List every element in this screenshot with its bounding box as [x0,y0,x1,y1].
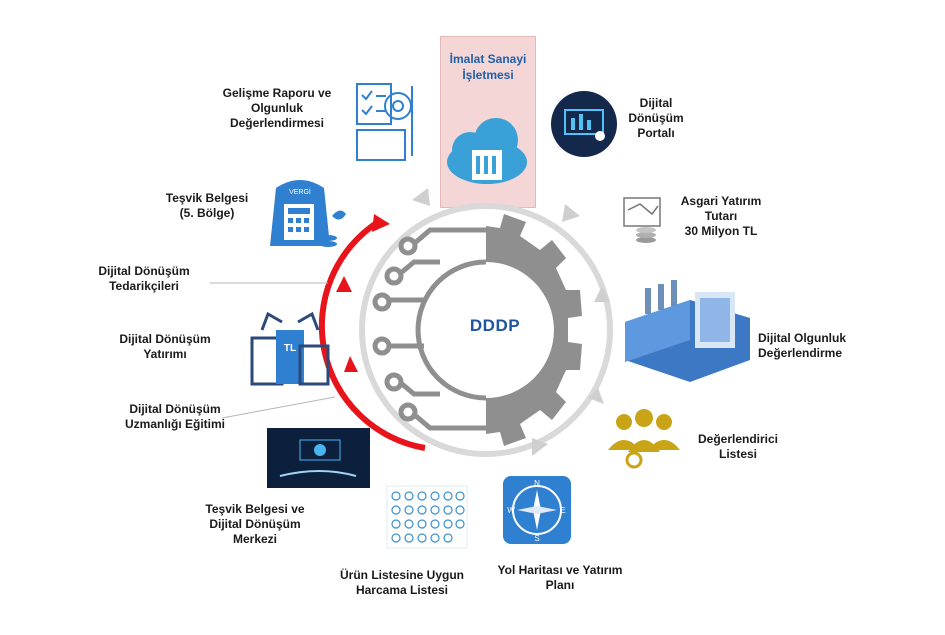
cycle-arrow-head [532,438,548,456]
incentive-center-label: Teşvik Belgesi ve Dijital Dönüşüm Merkez… [205,502,305,546]
cycle-arrow-head [588,388,604,404]
evaluator-group-icon [608,409,680,469]
svg-text:E: E [560,506,565,515]
report-checklist-icon [356,83,413,161]
circuit-icon [372,227,487,431]
evaluators-label: Değerlendirici Listesi [697,432,779,461]
robot-arms-icon: TL [250,311,330,386]
maturity-assessment-label: Dijital Olgunluk Değerlendirme [758,331,847,360]
process-cycle-ring [359,203,613,457]
red-arrow-head [372,214,390,232]
suppliers-label: Dijital Dönüşüm Tedarikçileri [98,264,190,293]
investment-label: Dijital Dönüşüm Yatırımı [119,332,211,361]
svg-text:TL: TL [284,343,296,354]
factory-building-icon [625,280,750,382]
connector-line [221,396,336,419]
manufacturing-enterprise-label: İmalat Sanayi İşletmesi [449,52,527,82]
digital-center-image-icon [267,428,370,488]
svg-text:N: N [534,479,540,488]
investment-map-icon [623,197,661,243]
portal-label: Dijital Dönüşüm Portalı [628,96,684,140]
gear-icon [486,214,582,446]
incentive-region-label: Teşvik Belgesi (5. Bölge) [165,191,249,220]
compass-icon: N E S W [503,476,571,544]
center-label: DDDP [469,316,521,335]
svg-text:S: S [534,534,539,543]
cycle-arrow-head [594,286,610,302]
report-label: Gelişme Raporu ve Olgunluk Değerlendirme… [222,86,332,130]
cloud-factory-icon [447,118,527,184]
red-arrow-head [336,276,352,292]
training-label: Dijital Dönüşüm Uzmanlığı Eğitimi [124,402,225,431]
red-arrow-head [344,356,358,372]
svg-text:VERGİ: VERGİ [289,187,311,196]
svg-text:W: W [507,506,515,515]
expense-list-label: Ürün Listesine Uygun Harcama Listesi [339,568,464,597]
red-process-arc [318,219,426,451]
min-investment-label: Asgari Yatırım Tutarı 30 Milyon TL [680,194,762,238]
product-list-icon [386,485,468,549]
tax-calculator-icon: VERGİ [270,180,346,247]
roadmap-label: Yol Haritası ve Yatırım Planı [497,563,623,592]
cycle-arrow-head [412,188,430,206]
portal-monitor-icon [551,91,617,157]
cycle-arrow-head [562,204,580,222]
